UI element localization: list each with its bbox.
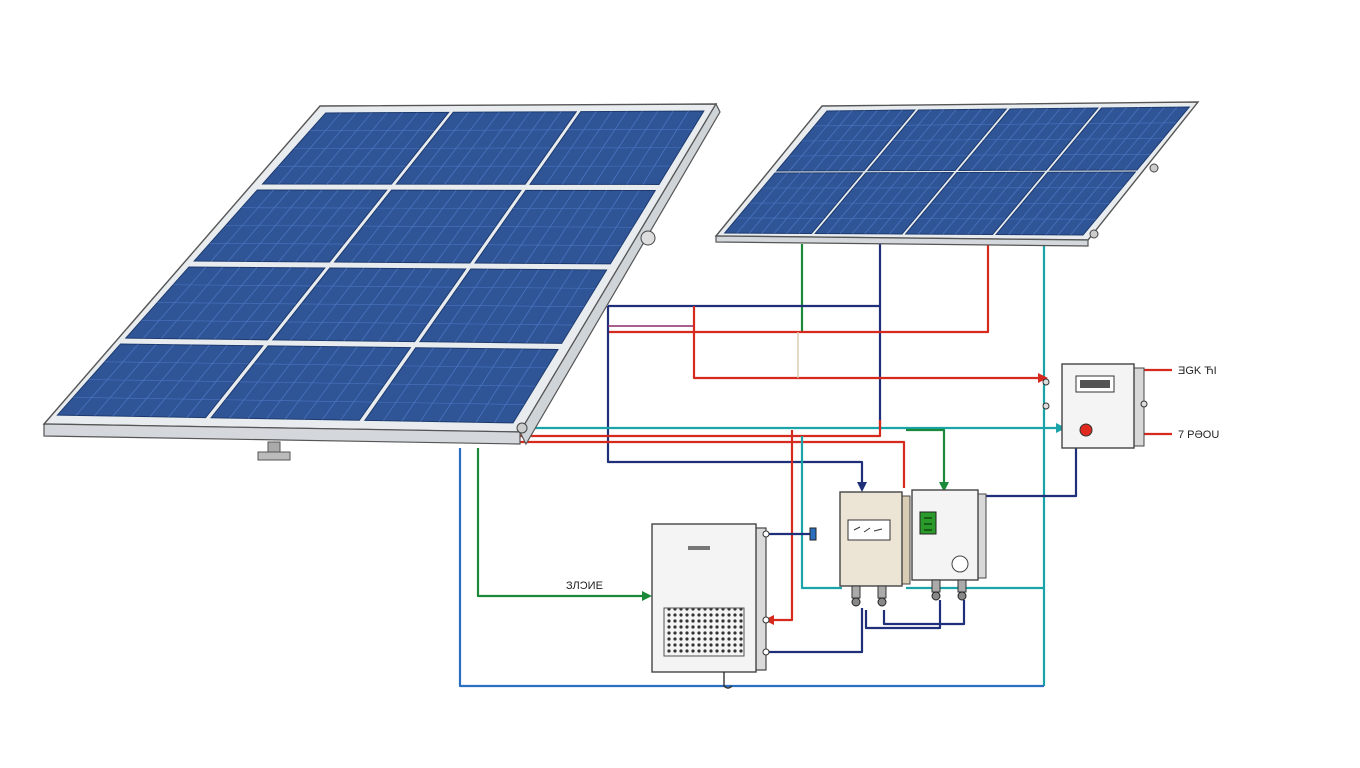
cell-gridline: [141, 320, 282, 323]
inverter-terminal: [762, 530, 770, 538]
solar-panel-right: [714, 101, 1200, 247]
wire-red-to-inverter: [770, 430, 794, 622]
cell-gridline: [801, 140, 890, 142]
cell-gridline: [458, 286, 596, 289]
cell-gridline: [1088, 122, 1177, 124]
panel-mount-base: [257, 451, 291, 461]
cell-gridline: [253, 363, 398, 367]
control-box: [1042, 363, 1148, 449]
inverter: [651, 523, 817, 689]
wire-navy-control: [984, 446, 1078, 498]
meter-connector: [957, 591, 967, 601]
cell-gridline: [287, 321, 428, 324]
arrow-teal-control: [1056, 423, 1066, 433]
cell-gridline: [432, 323, 573, 326]
solar-panel-left: [42, 102, 721, 461]
cell-gridline: [173, 284, 311, 287]
wire-red-to-control: [692, 306, 1042, 380]
cell-gridline: [209, 242, 344, 245]
cell-gridline: [997, 123, 1085, 125]
control-box-connector: [1042, 402, 1050, 410]
panel-cells: [723, 106, 1191, 236]
meter-led-display: [919, 511, 937, 535]
cell-gridline: [1075, 138, 1164, 140]
panel-frame-side-edge: [519, 102, 721, 446]
cell-gridline: [402, 365, 547, 369]
cell-gridline: [225, 399, 373, 403]
control-box-connector: [1042, 378, 1050, 386]
wire-red-left-panel: [520, 420, 882, 438]
inverter-cable: [723, 672, 733, 689]
control-box-display-inner: [1080, 380, 1110, 388]
cell-gridline: [88, 379, 235, 383]
panel-frame-bottom-edge: [43, 423, 521, 445]
meter-led-segments: [924, 517, 932, 531]
meter-terminal: [931, 579, 941, 593]
wire-navy-meter-loop: [864, 600, 942, 630]
meter-connector: [851, 597, 861, 607]
arrow-green-inverter: [642, 591, 652, 601]
wire-red-right-panel: [608, 244, 990, 334]
meter-terminal: [877, 585, 887, 599]
panel-frame-bottom-edge: [715, 235, 1089, 247]
meter-terminal: [851, 585, 861, 599]
inverter-vent-grille: [663, 607, 745, 657]
meter-connector: [877, 597, 887, 607]
panel-junction-bolt: [516, 422, 528, 434]
arrow-red-control: [1038, 373, 1048, 383]
panel-pivot-bolt: [1149, 163, 1159, 173]
cell-gridline: [984, 138, 1072, 141]
meter-right: [911, 489, 987, 601]
meter-terminal: [957, 579, 967, 593]
panel-corner-bolt: [1089, 229, 1099, 239]
cell-gridline: [315, 285, 453, 288]
cell-gridline: [73, 397, 220, 400]
panel-cells: [56, 110, 705, 424]
cell-gridline: [814, 124, 903, 127]
cell-gridline: [225, 225, 359, 227]
cell-gridline: [390, 383, 536, 387]
wire-blue-loop: [458, 448, 1044, 688]
meter-connector: [931, 591, 941, 601]
indicator-red-light: [1079, 423, 1093, 437]
inverter-terminal: [762, 648, 770, 656]
wire-navy-left-vertical: [606, 306, 864, 488]
cell-gridline: [363, 225, 496, 227]
meter-display: [847, 519, 891, 541]
control-box-connector: [1140, 400, 1148, 408]
cell-gridline: [239, 381, 385, 385]
label-inverter-input: ЗЛƆИE: [566, 580, 603, 592]
wire-navy-meter-inverter: [764, 608, 864, 654]
wire-green-to-meter: [906, 428, 946, 488]
wire-red-to-meter: [520, 440, 906, 488]
cell-gridline: [905, 124, 994, 126]
cell-gridline: [487, 244, 622, 246]
wire-teal-meters: [800, 436, 842, 590]
cell-gridline: [348, 243, 483, 246]
cell-gridline: [500, 226, 633, 228]
meter-dial: [951, 555, 969, 573]
arrow-green-meter: [939, 482, 949, 492]
label-controller-output-top: ƎGK ЋI: [1178, 365, 1217, 377]
wire-green-to-inverter: [476, 448, 648, 598]
cell-gridline: [104, 361, 249, 365]
cell-gridline: [301, 303, 441, 306]
cell-gridline: [445, 305, 585, 308]
arrow-navy-meter: [857, 482, 867, 492]
inverter-connector: [809, 527, 817, 541]
wire-navy-meter-loop2: [882, 600, 966, 626]
wiring: [458, 240, 1172, 688]
inverter-label-plate: [688, 546, 710, 550]
meter-left: [839, 491, 911, 607]
cell-gridline: [157, 302, 297, 305]
panel-pivot-bolt: [640, 230, 656, 246]
meter-display-readout: [853, 526, 883, 533]
cell-gridline: [377, 401, 525, 405]
label-controller-output-bottom: 7 PƏOU: [1178, 429, 1219, 441]
cell-gridline: [893, 139, 981, 141]
inverter-terminal: [762, 616, 770, 624]
